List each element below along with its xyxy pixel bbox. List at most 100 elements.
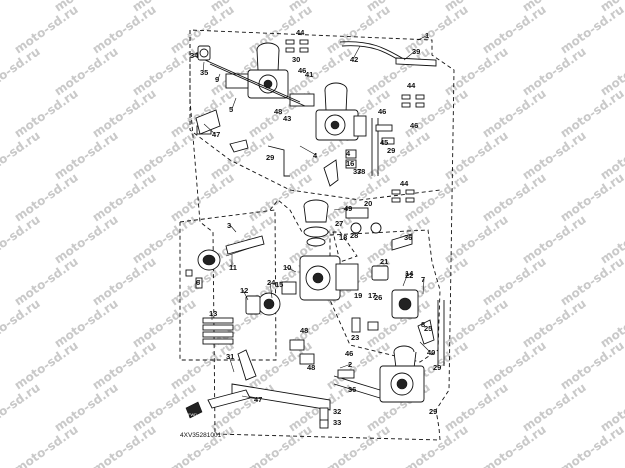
part-callout-number: 44 bbox=[400, 179, 409, 188]
watermark-text: moto-sd.ru bbox=[90, 254, 159, 308]
part-callout-number: 28 bbox=[350, 231, 358, 240]
watermark-text: moto-sd.ru bbox=[558, 422, 625, 468]
part-callout-number: 23 bbox=[351, 333, 359, 342]
watermark-text: moto-sd.ru bbox=[520, 128, 589, 182]
watermark-text: moto-sd.ru bbox=[246, 422, 315, 468]
callout-leader-line bbox=[192, 51, 199, 56]
part-callout-number: 6 bbox=[196, 278, 200, 287]
part-callout-number: 4 bbox=[346, 149, 351, 158]
watermark-text: moto-sd.ru bbox=[0, 0, 43, 14]
watermark-text: moto-sd.ru bbox=[324, 422, 393, 468]
cap bbox=[371, 265, 389, 281]
screw bbox=[195, 277, 203, 289]
rod-bracket bbox=[267, 145, 290, 177]
hose-bracket bbox=[417, 319, 435, 345]
part-callout-number: 18 bbox=[339, 233, 347, 242]
enricher-center bbox=[398, 297, 412, 311]
upper-carburetor-assembly bbox=[196, 39, 437, 203]
part-callout-number: 42 bbox=[350, 55, 358, 64]
hose bbox=[391, 233, 413, 251]
part-callout-number: 48 bbox=[274, 107, 282, 116]
spring-clip bbox=[345, 159, 357, 169]
needle-valve bbox=[245, 295, 261, 315]
part-callout-number: 25 bbox=[424, 324, 432, 333]
linkage-rail bbox=[231, 383, 331, 411]
part-callout-number: 34 bbox=[190, 51, 199, 60]
part-callout-number: 47 bbox=[212, 130, 220, 139]
watermark-text: moto-sd.ru bbox=[168, 170, 237, 224]
part-callout-number: 9 bbox=[215, 75, 219, 84]
watermark-text: moto-sd.ru bbox=[12, 2, 81, 56]
screw bbox=[375, 124, 393, 132]
drawing-code: 4XV35281001 bbox=[180, 432, 222, 439]
watermark-text: moto-sd.ru bbox=[90, 170, 159, 224]
bracket bbox=[237, 349, 257, 381]
screw bbox=[319, 419, 329, 429]
part-callout-number: 22 bbox=[405, 271, 413, 280]
watermark-text: moto-sd.ru bbox=[480, 2, 549, 56]
float-chamber bbox=[335, 263, 359, 291]
watermark-text: moto-sd.ru bbox=[52, 128, 121, 182]
part-callout-number: 38 bbox=[357, 167, 365, 176]
watermark-text: moto-sd.ru bbox=[520, 380, 589, 434]
part-callout-number: 5 bbox=[229, 105, 233, 114]
carburetor-bore-center bbox=[312, 272, 324, 284]
watermark-text: moto-sd.ru bbox=[402, 170, 471, 224]
fuel-hose bbox=[395, 57, 437, 67]
part-callout-number: 21 bbox=[380, 257, 388, 266]
callout-leader-line bbox=[339, 363, 352, 369]
callout-leader-line bbox=[202, 61, 205, 73]
watermark-text: moto-sd.ru bbox=[130, 296, 199, 350]
jet-set bbox=[202, 317, 234, 345]
part-callout-number: 4 bbox=[313, 151, 318, 160]
part-callout-number: 30 bbox=[292, 55, 300, 64]
part-callout-number: 2 bbox=[348, 360, 352, 369]
watermark-text: moto-sd.ru bbox=[480, 422, 549, 468]
part-callout-number: 17 bbox=[368, 291, 376, 300]
callout-leader-line bbox=[422, 278, 425, 295]
watermark-text: moto-sd.ru bbox=[246, 170, 315, 224]
part-callout-number: 24 bbox=[267, 278, 276, 287]
watermark-text: moto-sd.ru bbox=[168, 338, 237, 392]
intake-throat bbox=[324, 89, 348, 113]
part-callout-number: 47 bbox=[254, 395, 262, 404]
part-callout-number: 31 bbox=[226, 352, 234, 361]
part-callout-number: 39 bbox=[412, 47, 420, 56]
watermark-text: moto-sd.ru bbox=[52, 380, 121, 434]
part-callout-number: 8 bbox=[421, 320, 425, 329]
watermark-text: moto-sd.ru bbox=[90, 338, 159, 392]
part-callout-number: 19 bbox=[354, 291, 362, 300]
watermark-text: moto-sd.ru bbox=[402, 86, 471, 140]
callout-leader-line bbox=[333, 207, 348, 211]
diaphragm bbox=[303, 226, 329, 238]
watermark-text: moto-sd.ru bbox=[558, 254, 625, 308]
callout-leader-line bbox=[198, 279, 201, 283]
watermark-text: moto-sd.ru bbox=[480, 170, 549, 224]
part-callout-number: 35 bbox=[200, 68, 208, 77]
callout-leader-line bbox=[403, 50, 416, 61]
screw bbox=[381, 137, 395, 145]
watermark-text: moto-sd.ru bbox=[52, 296, 121, 350]
watermark-text: moto-sd.ru bbox=[558, 338, 625, 392]
screw bbox=[185, 269, 193, 277]
part-callout-number: 3 bbox=[227, 221, 231, 230]
part-callout-number: 45 bbox=[380, 138, 388, 147]
intake-throat bbox=[303, 205, 329, 223]
part-callout-number: 7 bbox=[421, 275, 425, 284]
carburetor-bore-center bbox=[396, 378, 408, 390]
throttle-pulley-hub bbox=[199, 48, 209, 58]
part-callout-number: 46 bbox=[345, 349, 353, 358]
callout-leader-line bbox=[241, 395, 258, 400]
spring bbox=[299, 353, 315, 365]
callout-leader-line bbox=[229, 224, 237, 233]
bracket bbox=[229, 139, 249, 153]
part-callout-number: 15 bbox=[275, 280, 283, 289]
screw bbox=[351, 317, 361, 333]
watermark-text: moto-sd.ru bbox=[520, 296, 589, 350]
watermark-text: moto-sd.ru bbox=[90, 86, 159, 140]
watermark-text: moto-sd.ru bbox=[168, 422, 237, 468]
intake-throat bbox=[256, 49, 280, 73]
watermark-text: moto-sd.ru bbox=[520, 44, 589, 98]
part-callout-number: 16 bbox=[346, 159, 354, 168]
watermark-text: moto-sd.ru bbox=[442, 296, 511, 350]
